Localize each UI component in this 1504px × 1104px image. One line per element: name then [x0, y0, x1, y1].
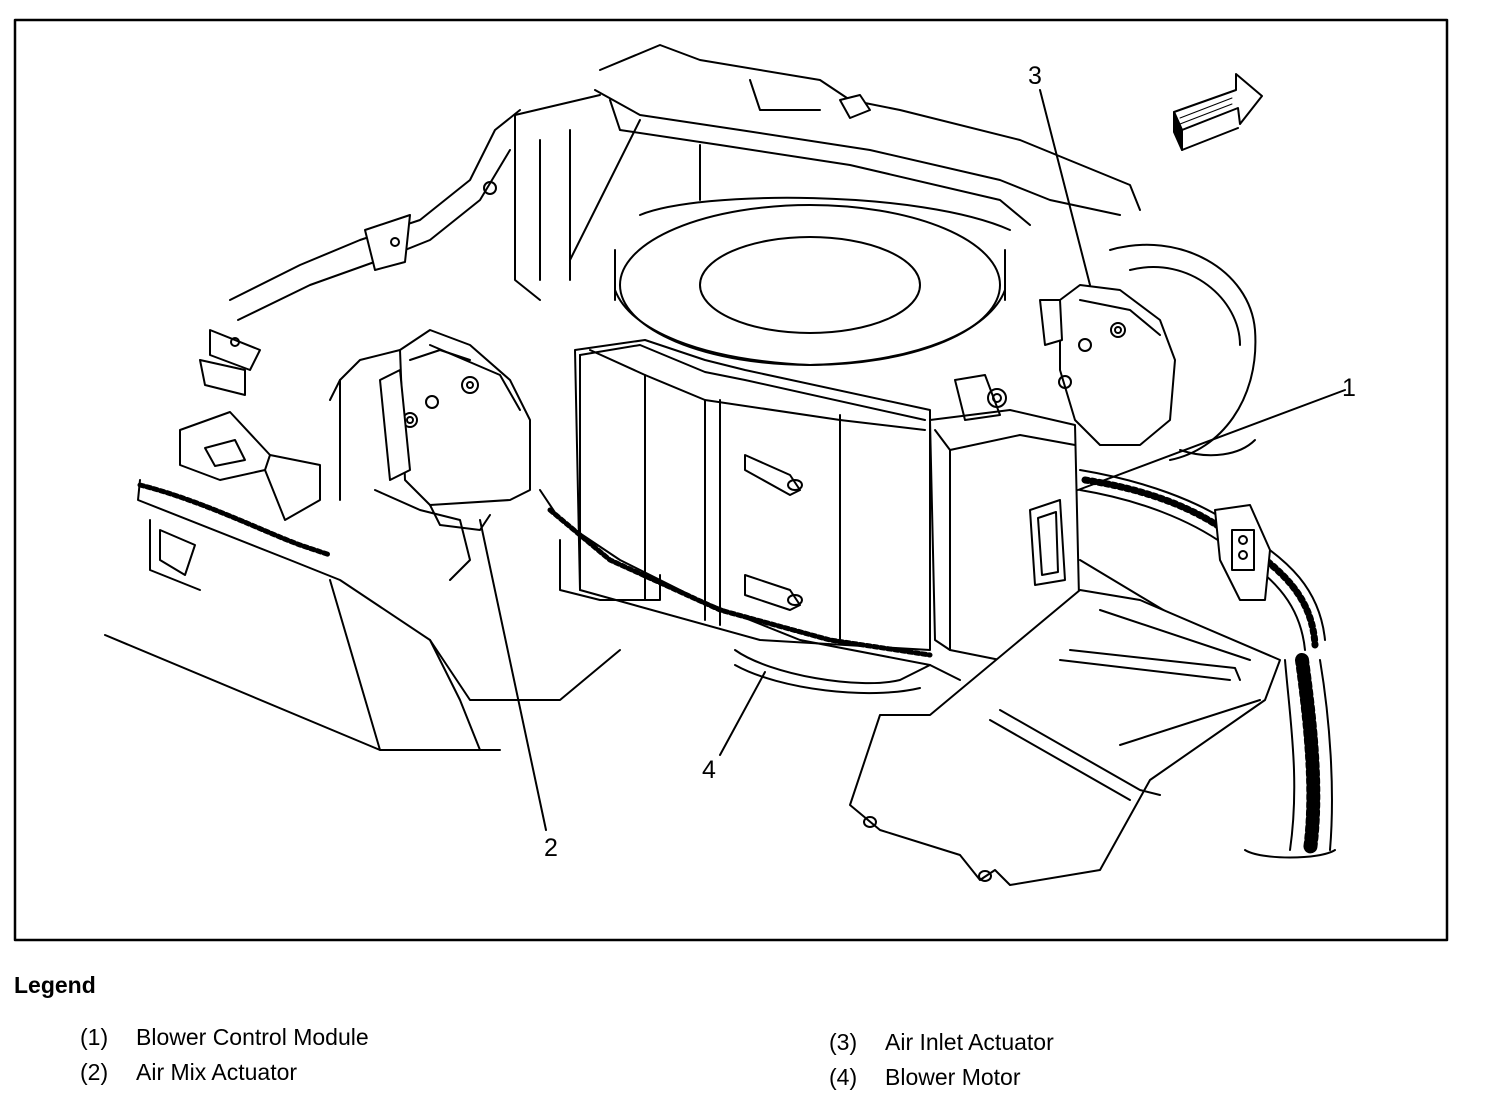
- leader-line-3: [1039, 89, 1091, 286]
- leader-line-1: [1077, 389, 1346, 491]
- leader-line-2: [479, 519, 547, 831]
- blower-control-module: [929, 374, 1081, 661]
- figure-frame: [13, 18, 1449, 942]
- callout-1: 1: [1342, 374, 1356, 402]
- legend-item-label: Air Inlet Actuator: [885, 1029, 1054, 1055]
- dash-panel-outline: [104, 479, 621, 751]
- legend-item-number: (2): [80, 1059, 109, 1085]
- callout-3: 3: [1028, 62, 1042, 90]
- legend-item-label: Blower Control Module: [136, 1024, 369, 1050]
- leader-line-4: [719, 671, 766, 756]
- mounting-bracket: [179, 109, 521, 521]
- diagram-figure: 1 2 3 4: [13, 18, 1449, 942]
- hvac-module-illustration: [13, 18, 1449, 942]
- wiring-harness: [1079, 469, 1336, 859]
- heat-shield: [849, 589, 1281, 886]
- callout-2: 2: [544, 834, 558, 862]
- legend-item-label: Air Mix Actuator: [136, 1059, 298, 1085]
- legend-item-number: (4): [829, 1064, 858, 1090]
- legend-item-number: (3): [829, 1029, 858, 1055]
- air-inlet-actuator: [1039, 243, 1257, 461]
- callout-4: 4: [702, 756, 716, 784]
- legend-item-number: (1): [80, 1024, 109, 1050]
- blower-motor: [734, 649, 931, 695]
- legend-title: Legend: [14, 972, 96, 998]
- blower-housing: [614, 196, 1011, 366]
- leader-lines: [479, 89, 1346, 831]
- direction-arrow-icon: [1173, 73, 1263, 151]
- air-mix-actuator: [329, 329, 531, 581]
- upper-housing: [514, 44, 1141, 301]
- legend-item-label: Blower Motor: [885, 1064, 1021, 1090]
- filter-housing: [539, 339, 961, 681]
